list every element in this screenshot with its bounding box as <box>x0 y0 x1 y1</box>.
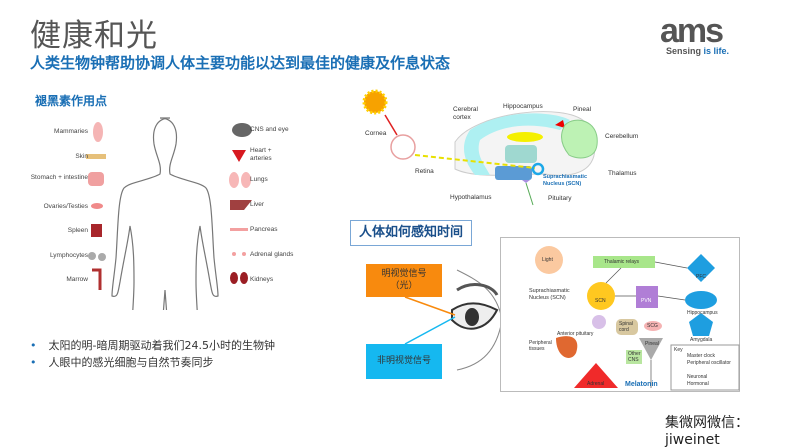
organ-label: Heart + arteries <box>250 147 272 162</box>
node-hippocampus: Hippocampus <box>687 310 718 316</box>
organ-icons <box>86 122 252 290</box>
bullet-item: • 太阳的明-暗周期驱动着我们24.5小时的生物钟 <box>30 337 275 353</box>
label-hypothalamus: Hypothalamus <box>450 194 492 201</box>
visual-signal-box: 明视觉信号 （光） <box>366 264 442 297</box>
human-silhouette <box>111 117 219 310</box>
label-cornea: Cornea <box>365 130 387 137</box>
node-scg: SCG <box>647 323 658 329</box>
perception-heading: 人体如何感知时间 <box>350 220 472 246</box>
node-scn-full: Suprachiasmatic Nucleus (SCN) <box>529 288 570 301</box>
nonvisual-signal-box: 非明视觉信号 <box>366 344 442 379</box>
key-hormonal: Hormonal <box>687 381 709 387</box>
organ-label: Spleen <box>67 227 88 234</box>
bullet-text: 人眼中的感光细胞与自然节奏同步 <box>48 356 214 369</box>
key-neuronal: Neuronal <box>687 374 708 380</box>
visual-signal-sub: （光） <box>390 281 418 291</box>
brain-diagram <box>362 89 598 206</box>
ams-logo: ams Sensing is life. <box>660 12 760 66</box>
node-adrenal: Adrenal <box>587 381 605 387</box>
organ-label: Adrenal glands <box>250 251 294 258</box>
label-scn: Suprachiasmatic Nucleus (SCN) <box>543 174 588 187</box>
node-pituitary: Anterior pituitary <box>557 331 594 337</box>
node-light: Light <box>542 257 553 263</box>
label-thalamus: Thalamus <box>608 170 637 177</box>
pathway-shapes <box>535 246 740 391</box>
organ-label: Ovaries/Testies <box>43 203 88 210</box>
visual-signal-label: 明视觉信号 <box>381 269 427 279</box>
organ-label: Marrow <box>66 276 88 283</box>
organ-label: Liver <box>250 201 265 208</box>
node-pvn: PVN <box>641 298 652 304</box>
logo-brand: ams <box>660 12 724 50</box>
logo-tagline-suffix: is life. <box>703 46 730 56</box>
node-scn: SCN <box>595 298 606 304</box>
bullet-text: 太阳的明-暗周期驱动着我们24.5小时的生物钟 <box>48 339 275 352</box>
footer-credit: 集微网微信：jiweinet <box>665 415 749 448</box>
organ-label: Mammaries <box>54 128 88 135</box>
organ-label: Pancreas <box>250 226 278 233</box>
label-retina: Retina <box>415 168 434 175</box>
eye-ball <box>390 134 416 160</box>
organ-label: Kidneys <box>250 276 274 283</box>
label-hippocampus: Hippocampus <box>503 103 543 110</box>
bullet-item: • 人眼中的感光细胞与自然节奏同步 <box>30 354 214 370</box>
label-cortex: Cerebral cortex <box>453 106 478 121</box>
sun-icon <box>362 89 388 115</box>
organ-label: Skin <box>75 153 88 160</box>
key-oscillator: Peripheral oscillator <box>687 360 731 366</box>
organ-label: Lungs <box>250 176 268 183</box>
node-spinal: Spinal cord <box>619 321 633 333</box>
logo-tagline-prefix: Sensing <box>666 46 704 56</box>
node-pineal: Pineal <box>645 341 659 347</box>
node-pfc: PFC <box>696 274 706 280</box>
organ-label: Stomach + intestine <box>30 174 88 181</box>
bullet-dot: • <box>30 356 37 369</box>
node-amygdala: Amygdala <box>690 337 713 343</box>
node-peripheral: Peripheral tissues <box>529 340 552 352</box>
node-thalamic: Thalamic relays <box>604 259 640 265</box>
page-subtitle: 人类生物钟帮助协调人体主要功能以达到最佳的健康及作息状态 <box>30 54 451 72</box>
node-melatonin: Melatonin <box>625 381 658 388</box>
label-pineal: Pineal <box>573 106 592 113</box>
bullet-dot: • <box>30 339 37 352</box>
organ-label: Lymphocytes <box>49 252 88 259</box>
signal-arrows <box>404 296 456 345</box>
eye-image <box>451 269 502 371</box>
label-pituitary: Pituitary <box>548 195 572 202</box>
page-title: 健康和光 <box>30 18 158 54</box>
melatonin-sites-heading: 褪黑素作用点 <box>35 94 108 108</box>
logo-tagline: Sensing is life. <box>666 46 760 56</box>
key-master: Master clock <box>687 353 716 359</box>
label-cerebellum: Cerebellum <box>605 133 639 140</box>
body-organ-figure <box>86 117 252 310</box>
key-title: Key <box>674 347 683 353</box>
circadian-pathway-diagram: Light Thalamic relays Suprachiasmatic Nu… <box>500 237 740 392</box>
organ-label: CNS and eye <box>250 126 289 133</box>
node-other: Other CNS <box>628 351 641 363</box>
